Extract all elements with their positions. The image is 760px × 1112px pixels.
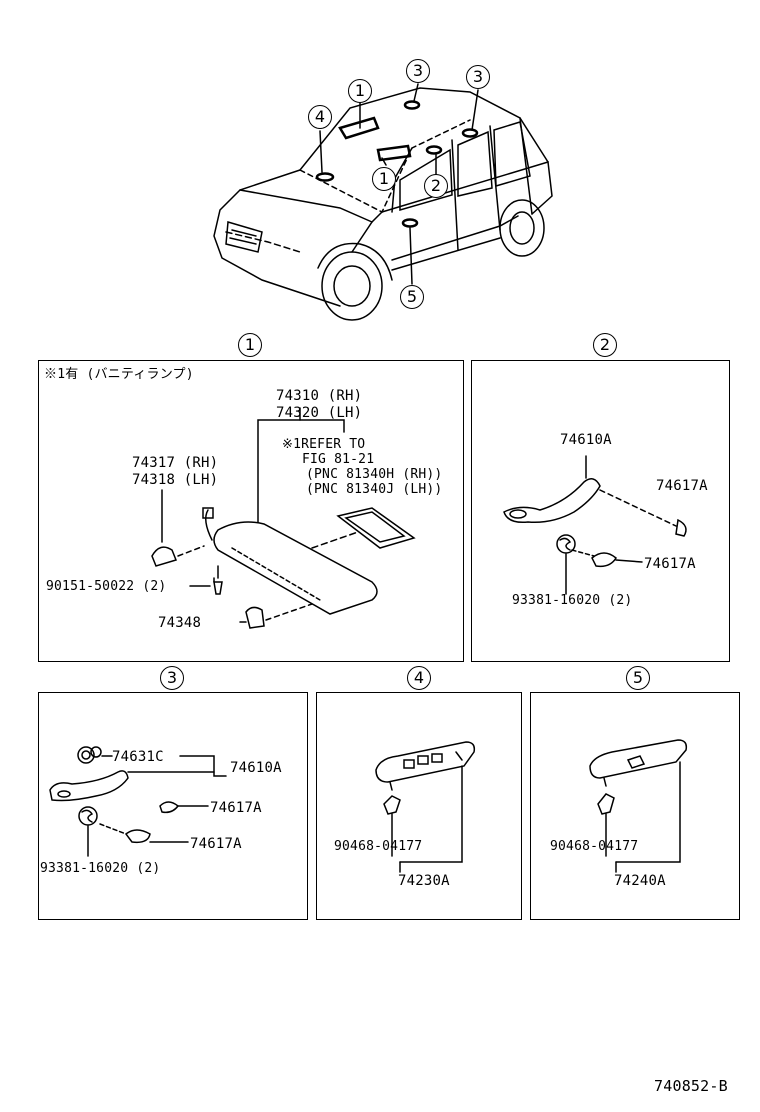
panel-5-switch: [530, 692, 740, 920]
screw-label: 93381-16020 (2): [40, 861, 161, 876]
cap-bottom-label: 74617A: [190, 836, 242, 852]
callout-3-right: 3: [466, 65, 490, 89]
callout-5: 5: [400, 285, 424, 309]
refer-to-label: ※1REFER TO: [282, 437, 366, 452]
panel-2-callout: 2: [593, 333, 617, 357]
spring-label: 74631C: [112, 749, 164, 765]
clip-label: 90468-04177: [550, 839, 639, 854]
visor-rh-label: 74310 (RH): [276, 388, 363, 404]
switch-label: 74230A: [398, 873, 450, 889]
panel-1-note: ※1有 (バニティランプ): [44, 367, 194, 382]
panel-3-callout: 3: [160, 666, 184, 690]
panel-1-sun-visor: [38, 360, 464, 662]
callout-1-lower: 1: [372, 167, 396, 191]
callout-4: 4: [308, 105, 332, 129]
callout-1-top: 1: [348, 79, 372, 103]
grip-label: 74610A: [560, 432, 612, 448]
grip-label: 74610A: [230, 760, 282, 776]
callout-3-left: 3: [406, 59, 430, 83]
cap-top-label: 74617A: [210, 800, 262, 816]
holder-lh-label: 74318 (LH): [132, 472, 219, 488]
switch-label: 74240A: [614, 873, 666, 889]
visor-lh-label: 74320 (LH): [276, 405, 363, 421]
panel-3-assist-grip: [38, 692, 308, 920]
refer-fig-label: FIG 81-21: [302, 452, 375, 467]
refer-pnc-lh-label: (PNC 81340J (LH)): [306, 482, 443, 497]
clip-label: 74348: [158, 615, 202, 631]
panel-2-assist-grip: [471, 360, 730, 662]
panel-4-switch: [316, 692, 522, 920]
panel-1-callout: 1: [238, 333, 262, 357]
vehicle-overview: [213, 83, 553, 321]
clip-label: 90468-04177: [334, 839, 423, 854]
panel-4-callout: 4: [407, 666, 431, 690]
cap-top-label: 74617A: [656, 478, 708, 494]
panel-5-callout: 5: [626, 666, 650, 690]
callout-2: 2: [424, 174, 448, 198]
cap-bottom-label: 74617A: [644, 556, 696, 572]
holder-rh-label: 74317 (RH): [132, 455, 219, 471]
refer-pnc-rh-label: (PNC 81340H (RH)): [306, 467, 443, 482]
diagram-code: 740852-B: [654, 1077, 728, 1095]
screw-label: 90151-50022 (2): [46, 579, 167, 594]
screw-label: 93381-16020 (2): [512, 593, 633, 608]
